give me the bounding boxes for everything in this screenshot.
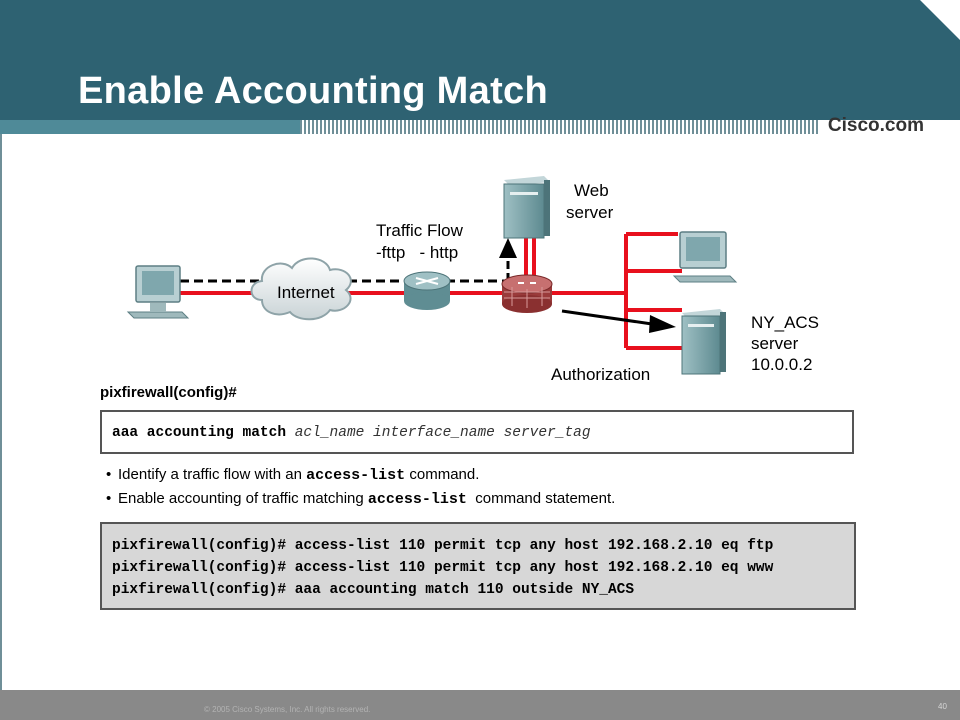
acs-server-ip: 10.0.0.2	[751, 355, 812, 374]
header-stripe	[0, 120, 960, 134]
example-line: pixfirewall(config)# aaa accounting matc…	[112, 582, 635, 598]
traffic-flow-arrow	[180, 238, 517, 283]
bullet-item: Enable accounting of traffic matching ac…	[118, 490, 615, 510]
example-line: pixfirewall(config)# access-list 110 per…	[112, 560, 774, 576]
footer-bar: © 2005 Cisco Systems, Inc. All rights re…	[0, 690, 960, 720]
authorization-label: Authorization	[551, 365, 650, 384]
slide-title: Enable Accounting Match	[78, 70, 548, 112]
acs-server-label-1: NY_ACS	[751, 313, 819, 332]
left-edge-rule	[0, 134, 2, 690]
host-pc-icon	[672, 231, 738, 283]
command-syntax-box: aaa accounting match acl_name interface_…	[100, 410, 854, 454]
example-line: pixfirewall(config)# access-list 110 per…	[112, 538, 774, 554]
corner-notch	[920, 0, 960, 40]
brand-logo: Cisco.com	[827, 115, 924, 136]
bullet-list: Identify a traffic flow with an access-l…	[118, 466, 615, 514]
syntax-arguments: acl_name interface_name server_tag	[294, 425, 591, 441]
stripe-lines	[300, 120, 820, 134]
title-banner: Enable Accounting Match	[0, 0, 960, 120]
firewall-icon	[501, 274, 553, 313]
command-syntax: aaa accounting match acl_name interface_…	[112, 425, 591, 441]
network-diagram: Internet Traffic Flow -fttp - http	[126, 176, 819, 384]
stripe-solid	[0, 120, 300, 134]
internet-label: Internet	[277, 283, 335, 302]
router-icon	[403, 271, 451, 310]
bullet-item: Identify a traffic flow with an access-l…	[118, 466, 615, 486]
web-server-label-2: server	[566, 203, 614, 222]
network-links	[180, 232, 682, 350]
config-prompt-label: pixfirewall(config)#	[100, 384, 237, 401]
web-server-icon	[503, 176, 550, 239]
client-pc-icon	[126, 265, 190, 319]
web-server-label-1: Web	[574, 181, 609, 200]
traffic-flow-protocols: -fttp - http	[376, 243, 458, 262]
copyright-text: © 2005 Cisco Systems, Inc. All rights re…	[204, 705, 371, 714]
example-config-box: pixfirewall(config)# access-list 110 per…	[100, 522, 856, 610]
acs-server-label-2: server	[751, 334, 799, 353]
syntax-command: aaa accounting match	[112, 425, 287, 441]
internet-cloud-icon: Internet	[250, 257, 352, 321]
page-number: 40	[938, 702, 947, 711]
traffic-flow-title: Traffic Flow	[376, 221, 464, 240]
authorization-arrow	[561, 309, 676, 333]
acs-server-icon	[681, 309, 726, 375]
